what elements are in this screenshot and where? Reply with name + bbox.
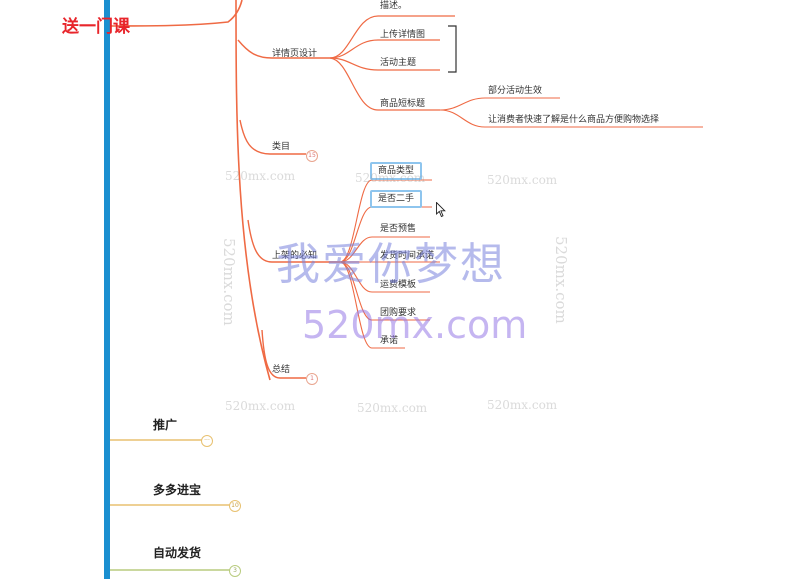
node-second-hand[interactable]: 是否二手 [370,190,423,208]
node-promise[interactable]: 承诺 [380,336,399,346]
watermark-text: 520mx.com [220,238,238,326]
node-activity-theme[interactable]: 活动主题 [380,58,417,68]
collapse-count-badge[interactable]: ··· [201,435,213,447]
watermark-text: 520mx.com [552,236,570,324]
watermark-url: 520mx.com [302,303,528,347]
node-consumer-understand[interactable]: 让消费者快速了解是什么商品方便购物选择 [488,115,660,125]
mouse-cursor-icon [436,202,446,218]
node-group-requirement[interactable]: 团购要求 [380,308,417,318]
watermark-text: 520mx.com [487,398,558,412]
node-upload-detail[interactable]: 上传详情图 [380,30,426,40]
node-presale[interactable]: 是否预售 [380,224,417,234]
root-topic-title[interactable]: 送一门课 [62,17,130,37]
watermark-text: 520mx.com [487,173,558,187]
node-detail-design[interactable]: 详情页设计 [272,49,318,59]
collapse-count-badge[interactable]: 3 [229,565,241,577]
collapse-count-badge[interactable]: 10 [229,500,241,512]
node-freight-template[interactable]: 运费模板 [380,280,417,290]
trunk-line [104,0,110,579]
watermark-text: 520mx.com [225,169,296,183]
collapse-count-badge[interactable]: 1 [306,373,318,385]
watermark-text: 520mx.com [357,401,428,415]
node-partial-effect[interactable]: 部分活动生效 [488,86,543,96]
node-category[interactable]: 类目 [272,142,291,152]
watermark-chinese: 我爱你梦想 [276,239,506,290]
node-summary[interactable]: 总结 [272,365,291,375]
branch-auto-delivery[interactable]: 自动发货 [153,546,202,560]
node-product-type[interactable]: 商品类型 [370,162,423,180]
branch-promotion[interactable]: 推广 [153,418,178,432]
watermark-text: 520mx.com [225,399,296,413]
node-ship-promise[interactable]: 发货时间承诺 [380,251,435,261]
node-must-know[interactable]: 上架的必知 [272,251,318,261]
collapse-count-badge[interactable]: 15 [306,150,318,162]
node-desc[interactable]: 描述。 [380,1,408,11]
branch-duoduo-jinbao[interactable]: 多多进宝 [153,483,202,497]
watermark-text: 520mx.com [355,171,426,185]
node-short-title[interactable]: 商品短标题 [380,99,426,109]
